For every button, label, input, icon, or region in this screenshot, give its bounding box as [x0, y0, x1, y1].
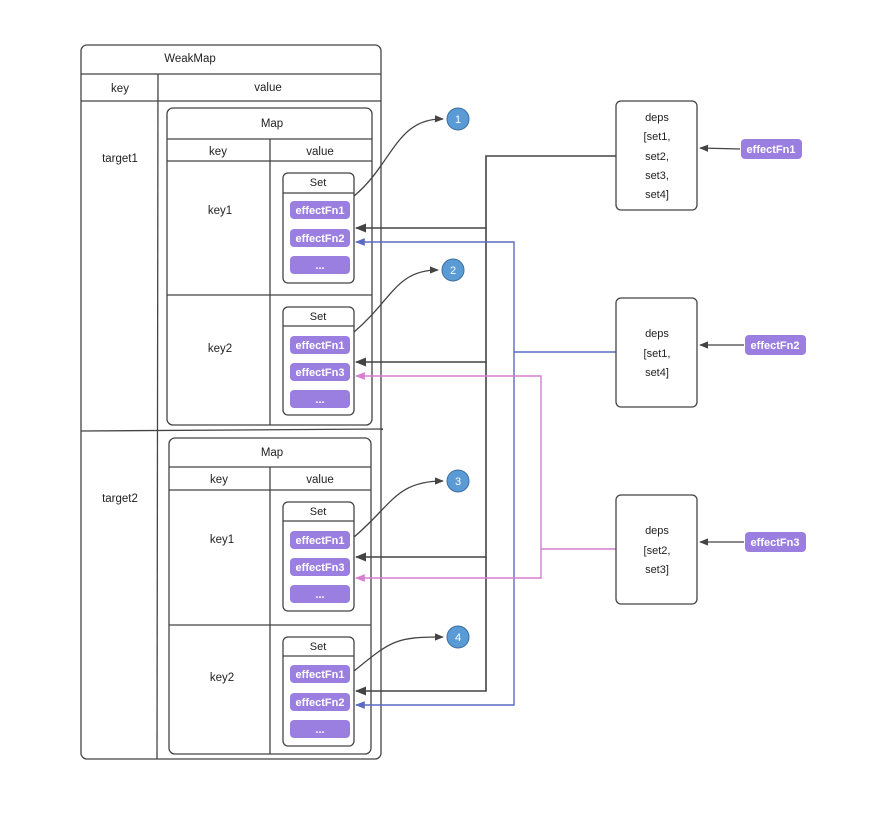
weakmap-border: [80, 44, 382, 760]
target1-label: target1: [102, 153, 138, 165]
deps-1-line-2: set2,: [645, 151, 669, 163]
weakmap-title: WeakMap: [164, 53, 216, 65]
deps-1-line-3: set3,: [645, 170, 669, 182]
weakmap-value-header: value: [254, 82, 282, 94]
set-4-chip-2-label: effectFn2: [296, 697, 345, 709]
deps-1-line-4: set4]: [645, 189, 669, 201]
target1-map-title: Map: [261, 118, 283, 130]
set-2-chip-1: [290, 336, 350, 354]
set-4-title: Set: [310, 641, 327, 653]
effect-label-1-text: effectFn1: [747, 144, 796, 156]
set-1-title: Set: [310, 177, 327, 189]
deps-2-line-2: set4]: [645, 367, 669, 379]
set-2-chip-1-label: effectFn1: [296, 340, 345, 352]
set-1-chip-1-label: effectFn1: [296, 205, 345, 217]
badge-3: 3: [446, 469, 470, 493]
set-4-chip-2: [290, 693, 350, 711]
target2-map: [168, 437, 372, 755]
target2-map-key-header: key: [210, 474, 228, 486]
set-4-chip-1: [290, 665, 350, 683]
badge-2: 2: [441, 258, 465, 282]
target2-map-value-header: value: [306, 474, 334, 486]
effect-to-deps-arrows: [699, 144, 744, 546]
target2-key1-label: key1: [210, 534, 234, 546]
effect-label-3-text: effectFn3: [751, 537, 800, 549]
set-box-1: Set effectFn1 effectFn2 ...: [282, 172, 355, 284]
badge-4: 4: [446, 625, 470, 649]
deps-2-connectors: [355, 238, 616, 709]
badge-3-label: 3: [455, 476, 461, 488]
badge-arrow-2: [353, 266, 439, 333]
badge-arrow-1: [353, 115, 444, 197]
effect-label-2: effectFn2: [745, 335, 806, 355]
target2-label: target2: [102, 493, 138, 505]
weakmap-table: [80, 44, 384, 760]
set-1-chip-2: [290, 229, 350, 247]
deps-box-2: deps [set1, set4]: [615, 297, 698, 408]
effect-label-1: effectFn1: [741, 139, 802, 159]
effect-label-3: effectFn3: [745, 532, 806, 552]
deps-2-title: deps: [645, 328, 669, 340]
deps-2-line-1: [set1,: [644, 348, 671, 360]
badge-1: 1: [446, 107, 470, 131]
badge-arrow-3: [353, 477, 444, 538]
badge-2-label: 2: [450, 265, 456, 277]
badge-arrow-4: [353, 633, 444, 672]
set-3-chip-2-label: effectFn3: [296, 562, 345, 574]
deps-3-line-2: set3]: [645, 564, 669, 576]
badge-1-label: 1: [455, 114, 461, 126]
set-2-chip-2-label: effectFn3: [296, 367, 345, 379]
set-2-chip-3: [290, 390, 350, 408]
set-box-2: Set effectFn1 effectFn3 ...: [282, 306, 355, 416]
weakmap-key-header: key: [111, 83, 129, 95]
set-3-title: Set: [310, 506, 327, 518]
deps-1-title: deps: [645, 112, 669, 124]
set-1-chip-2-label: effectFn2: [296, 233, 345, 245]
set-3-chip-3-label: ...: [315, 589, 324, 601]
target1-key2-label: key2: [208, 343, 232, 355]
set-3-chip-3: [290, 585, 350, 603]
set-2-chip-3-label: ...: [315, 394, 324, 406]
target1-map-key-header: key: [209, 146, 227, 158]
set-2-chip-2: [290, 363, 350, 381]
set-4-chip-3-label: ...: [315, 724, 324, 736]
target2-map-title: Map: [261, 447, 283, 459]
deps-box-3: deps [set2, set3]: [615, 494, 698, 605]
badge-arrows: [353, 115, 444, 672]
set-1-chip-1: [290, 201, 350, 219]
set-4-chip-1-label: effectFn1: [296, 669, 345, 681]
set-3-chip-2: [290, 558, 350, 576]
target2-key2-label: key2: [210, 672, 234, 684]
target1-map-value-header: value: [306, 146, 334, 158]
deps-box-1: deps [set1, set2, set3, set4]: [615, 100, 698, 211]
set-box-4: Set effectFn1 effectFn2 ...: [282, 636, 355, 747]
deps-3-connectors: [355, 372, 616, 582]
set-1-chip-3: [290, 256, 350, 274]
badge-4-label: 4: [455, 632, 461, 644]
set-2-title: Set: [310, 311, 327, 323]
set-4-chip-3: [290, 720, 350, 738]
set-3-chip-1-label: effectFn1: [296, 535, 345, 547]
deps-3-line-1: [set2,: [644, 545, 671, 557]
target1-key1-label: key1: [208, 205, 232, 217]
set-3-chip-1: [290, 531, 350, 549]
target1-map: [166, 107, 373, 426]
set-box-3: Set effectFn1 effectFn3 ...: [282, 501, 355, 612]
deps-1-line-1: [set1,: [644, 131, 671, 143]
set-1-chip-3-label: ...: [315, 260, 324, 272]
effect-label-2-text: effectFn2: [751, 340, 800, 352]
deps-1-connectors: [354, 155, 616, 696]
deps-3-title: deps: [645, 525, 669, 537]
